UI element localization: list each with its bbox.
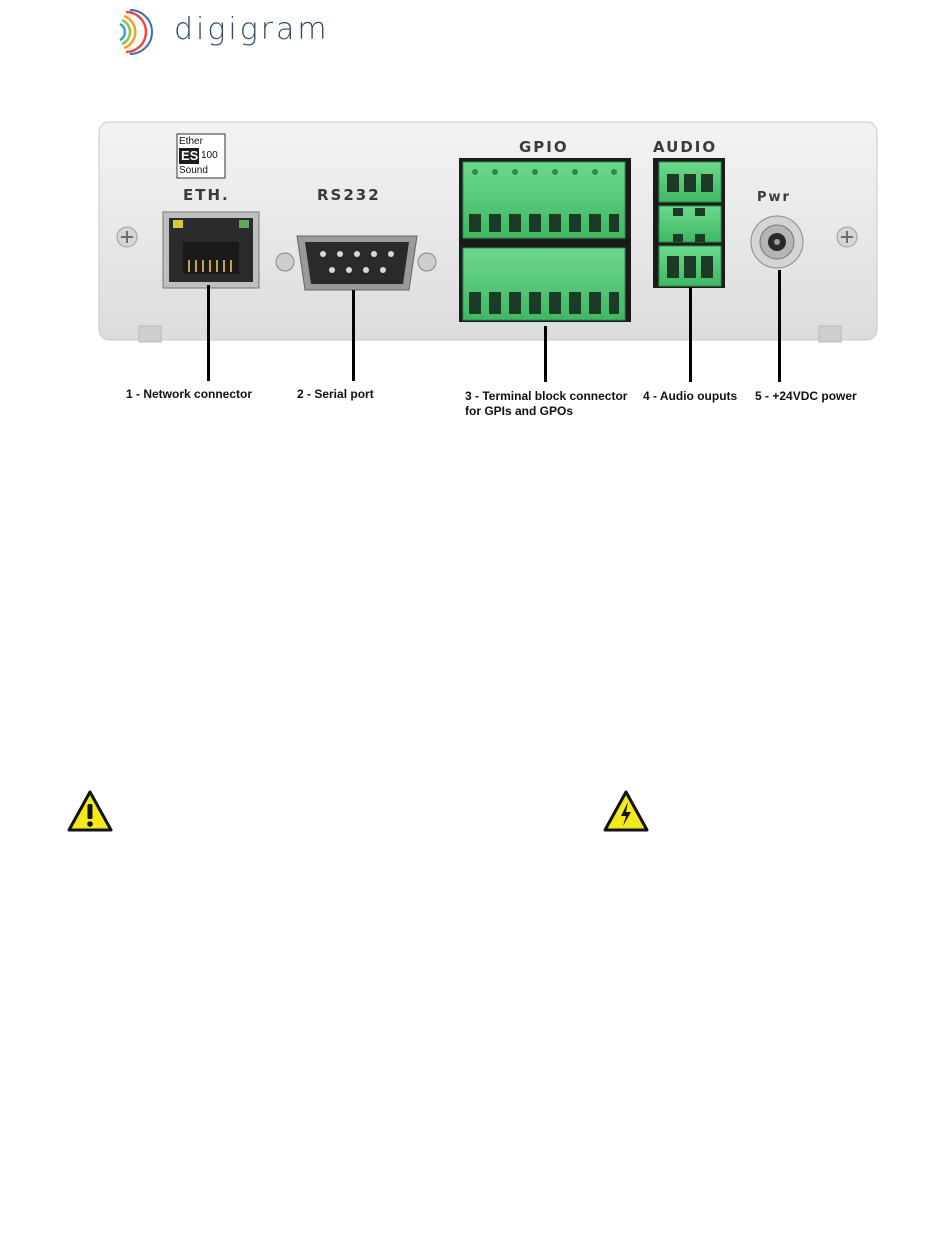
panel-label-gpio: GPIO (519, 138, 569, 156)
ethersound-badge-top: Ether (179, 136, 203, 147)
panel-label-eth: ETH. (183, 186, 230, 204)
digigram-logo-mark-icon (116, 6, 166, 56)
ethersound-badge-speed: 100 (201, 150, 218, 161)
callout-serial-port: 2 - Serial port (297, 387, 374, 402)
callout-network-text: 1 - Network connector (126, 387, 252, 401)
callout-power-text: 5 - +24VDC power (755, 389, 857, 403)
callout-line-network (207, 285, 210, 381)
ethersound-badge-bottom: Sound (179, 165, 208, 176)
callout-audio-outputs: 4 - Audio ouputs (643, 389, 737, 404)
callout-audio-text: 4 - Audio ouputs (643, 389, 737, 403)
dc-power-jack (751, 216, 803, 268)
rj45-port (163, 212, 259, 288)
callout-gpio-text-line1: 3 - Terminal block connector (465, 389, 627, 404)
callout-power: 5 - +24VDC power (755, 389, 857, 404)
callout-gpio-text-line2: for GPIs and GPOs (465, 404, 627, 419)
device-rear-panel: Ether ES 100 Sound ETH. RS232 GPIO AUDIO… (97, 120, 879, 344)
callout-network-connector: 1 - Network connector (126, 387, 252, 402)
callout-line-power (778, 270, 781, 382)
digigram-logo: digigram (116, 6, 336, 56)
ethersound-badge-mark: ES (181, 148, 198, 163)
left-screw-icon (117, 227, 137, 247)
callout-line-serial (352, 290, 355, 381)
panel-label-rs232: RS232 (317, 186, 381, 204)
audio-output-block (653, 158, 725, 288)
callout-line-audio (689, 287, 692, 382)
brand-wordmark: digigram (174, 12, 330, 47)
caution-exclamation-icon (67, 790, 113, 832)
panel-label-audio: AUDIO (653, 138, 717, 156)
callout-line-gpio (544, 326, 547, 382)
right-screw-icon (837, 227, 857, 247)
panel-label-pwr: Pwr (757, 190, 791, 205)
high-voltage-icon (603, 790, 649, 832)
callout-gpio-terminal: 3 - Terminal block connector for GPIs an… (465, 389, 627, 419)
callout-serial-text: 2 - Serial port (297, 387, 374, 401)
gpio-terminal-block (459, 158, 631, 322)
